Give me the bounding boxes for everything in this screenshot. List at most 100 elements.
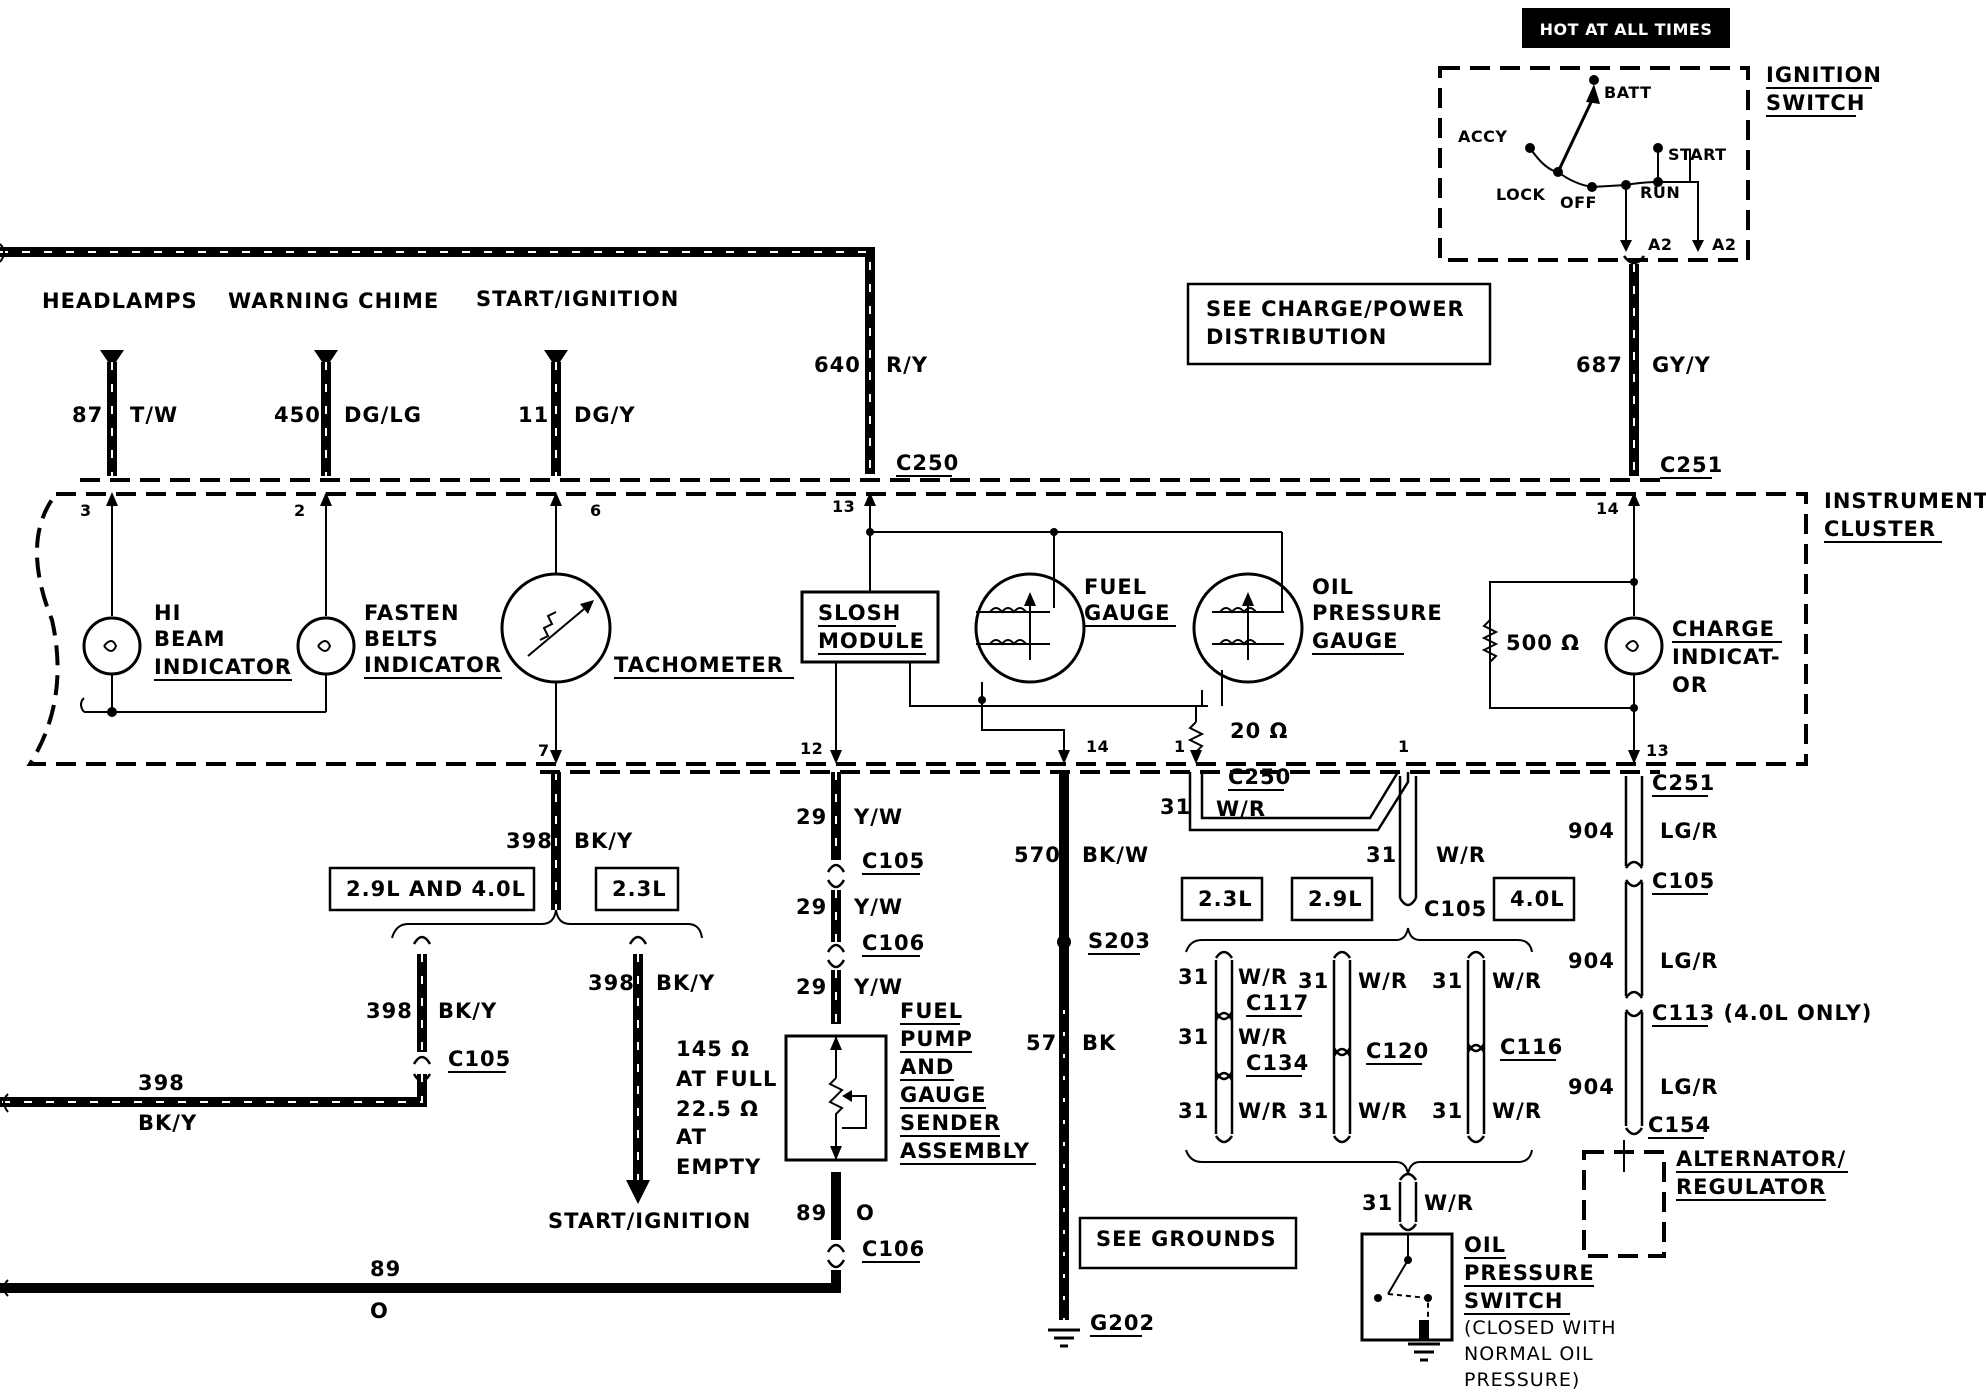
svg-text:4.0L: 4.0L (1510, 887, 1565, 911)
svg-text:687: 687 (1576, 353, 1623, 377)
svg-text:HEADLAMPS: HEADLAMPS (42, 289, 198, 313)
svg-text:OFF: OFF (1560, 193, 1597, 212)
svg-text:87: 87 (72, 403, 103, 427)
svg-text:BK/Y: BK/Y (438, 999, 497, 1023)
svg-text:31: 31 (1160, 795, 1191, 819)
wire-450: 450 DG/LG (274, 350, 421, 476)
top-bus-wire (0, 243, 875, 474)
svg-text:GY/Y: GY/Y (1652, 353, 1711, 377)
svg-text:398: 398 (138, 1071, 185, 1095)
svg-text:START/IGNITION: START/IGNITION (476, 287, 679, 311)
svg-text:CLUSTER: CLUSTER (1824, 517, 1936, 541)
svg-text:31: 31 (1362, 1191, 1393, 1215)
svg-text:AND: AND (900, 1055, 954, 1079)
svg-text:ALTERNATOR/: ALTERNATOR/ (1676, 1147, 1846, 1171)
svg-text:2.9L AND 4.0L: 2.9L AND 4.0L (346, 877, 526, 901)
slosh-module: SLOSH MODULE (800, 492, 1282, 764)
svg-text:INDICATOR: INDICATOR (364, 653, 502, 677)
svg-text:LG/R: LG/R (1660, 1075, 1718, 1099)
svg-text:FUEL: FUEL (1084, 575, 1147, 599)
see-charge-box: SEE CHARGE/POWER DISTRIBUTION (1186, 282, 1492, 366)
svg-text:NORMAL OIL: NORMAL OIL (1464, 1343, 1594, 1365)
svg-text:C154: C154 (1648, 1113, 1711, 1137)
oil-branch-2-3L: 31 W/R C117 31 W/R C134 31 W/R (1178, 950, 1309, 1144)
svg-text:INDICATOR: INDICATOR (154, 655, 292, 679)
svg-text:500 Ω: 500 Ω (1506, 631, 1580, 655)
svg-text:PRESSURE): PRESSURE) (1464, 1369, 1580, 1391)
instrument-cluster: INSTRUMENT CLUSTER (26, 489, 1986, 766)
svg-text:2: 2 (294, 501, 306, 520)
svg-text:(CLOSED WITH: (CLOSED WITH (1464, 1317, 1617, 1339)
svg-text:SWITCH: SWITCH (1464, 1289, 1563, 1313)
svg-text:14: 14 (1086, 737, 1109, 756)
svg-text:6: 6 (590, 501, 602, 520)
hot-at-all-times-banner: HOT AT ALL TIMES (1522, 8, 1730, 48)
svg-text:WARNING CHIME: WARNING CHIME (228, 289, 439, 313)
svg-text:GAUGE: GAUGE (1312, 629, 1398, 653)
ignition-switch-label: IGNITION (1766, 63, 1882, 87)
wire-398-to-start: 398 BK/Y START/IGNITION (548, 935, 750, 1233)
svg-text:C251: C251 (1652, 771, 1715, 795)
oil-wire-upper: C250 31 W/R 31 W/R C105 (1160, 765, 1487, 921)
svg-text:BK/Y: BK/Y (574, 829, 633, 853)
svg-text:398: 398 (366, 999, 413, 1023)
wire-87: 87 T/W (72, 350, 177, 476)
svg-text:7: 7 (538, 741, 550, 760)
svg-text:O: O (856, 1201, 875, 1225)
svg-text:C134: C134 (1246, 1051, 1309, 1075)
oil-engine-boxes: 2.3L 2.9L 4.0L (1180, 876, 1576, 1175)
wire-398-to-c105: 398 BK/Y C105 398 BK/Y (0, 935, 511, 1135)
svg-text:GAUGE: GAUGE (1084, 601, 1170, 625)
svg-text:PRESSURE: PRESSURE (1464, 1261, 1595, 1285)
oil-branch-4-0L: 31 W/R C116 31 W/R (1432, 950, 1562, 1144)
svg-text:11: 11 (518, 403, 549, 427)
svg-text:29: 29 (796, 895, 827, 919)
svg-text:1: 1 (1398, 737, 1410, 756)
svg-text:2.3L: 2.3L (612, 877, 667, 901)
svg-text:C250: C250 (1228, 765, 1291, 789)
svg-text:SEE CHARGE/POWER: SEE CHARGE/POWER (1206, 297, 1465, 321)
svg-text:R/Y: R/Y (886, 353, 928, 377)
svg-text:904: 904 (1568, 949, 1615, 973)
svg-text:CHARGE: CHARGE (1672, 617, 1775, 641)
svg-text:START: START (1668, 145, 1727, 164)
svg-text:2.9L: 2.9L (1308, 887, 1363, 911)
svg-text:BEAM: BEAM (154, 627, 226, 651)
svg-text:A2: A2 (1648, 235, 1673, 254)
svg-text:ACCY: ACCY (1458, 127, 1507, 146)
svg-text:W/R: W/R (1216, 797, 1266, 821)
svg-text:Y/W: Y/W (853, 895, 903, 919)
svg-text:31: 31 (1298, 1099, 1329, 1123)
svg-text:A2: A2 (1712, 235, 1737, 254)
svg-text:398: 398 (506, 829, 553, 853)
svg-text:57: 57 (1026, 1031, 1057, 1055)
alternator-regulator: ALTERNATOR/ REGULATOR (1582, 1140, 1848, 1258)
wire-89: 89 O (0, 1257, 841, 1323)
svg-text:BK/W: BK/W (1082, 843, 1149, 867)
svg-text:INSTRUMENT: INSTRUMENT (1824, 489, 1986, 513)
svg-text:29: 29 (796, 805, 827, 829)
svg-text:145 Ω: 145 Ω (676, 1037, 750, 1061)
top-labels: HEADLAMPS WARNING CHIME START/IGNITION (42, 287, 679, 313)
svg-text:C117: C117 (1246, 991, 1309, 1015)
fasten-belts-indicator: FASTEN BELTS INDICATOR (296, 492, 502, 712)
svg-text:Y/W: Y/W (853, 975, 903, 999)
svg-text:904: 904 (1568, 1075, 1615, 1099)
wire-398: 398 BK/Y 2.9L AND 4.0L 2.3L (328, 772, 703, 939)
svg-text:C105: C105 (862, 849, 925, 873)
svg-text:31: 31 (1298, 969, 1329, 993)
svg-text:W/R: W/R (1238, 1025, 1288, 1049)
svg-text:C105: C105 (1424, 897, 1487, 921)
svg-text:FUEL: FUEL (900, 999, 963, 1023)
svg-text:13: 13 (1646, 741, 1669, 760)
svg-text:DG/Y: DG/Y (574, 403, 636, 427)
ignition-switch: IGNITION SWITCH BATT ACCY START LOCK OFF… (1438, 63, 1882, 262)
svg-text:W/R: W/R (1358, 1099, 1408, 1123)
svg-text:904: 904 (1568, 819, 1615, 843)
svg-text:SENDER: SENDER (900, 1111, 1001, 1135)
svg-text:C105: C105 (448, 1047, 511, 1071)
fuel-gauge: FUEL GAUGE (974, 528, 1176, 700)
svg-text:C250: C250 (896, 451, 959, 475)
svg-text:BK: BK (1082, 1031, 1116, 1055)
svg-text:31: 31 (1178, 1025, 1209, 1049)
